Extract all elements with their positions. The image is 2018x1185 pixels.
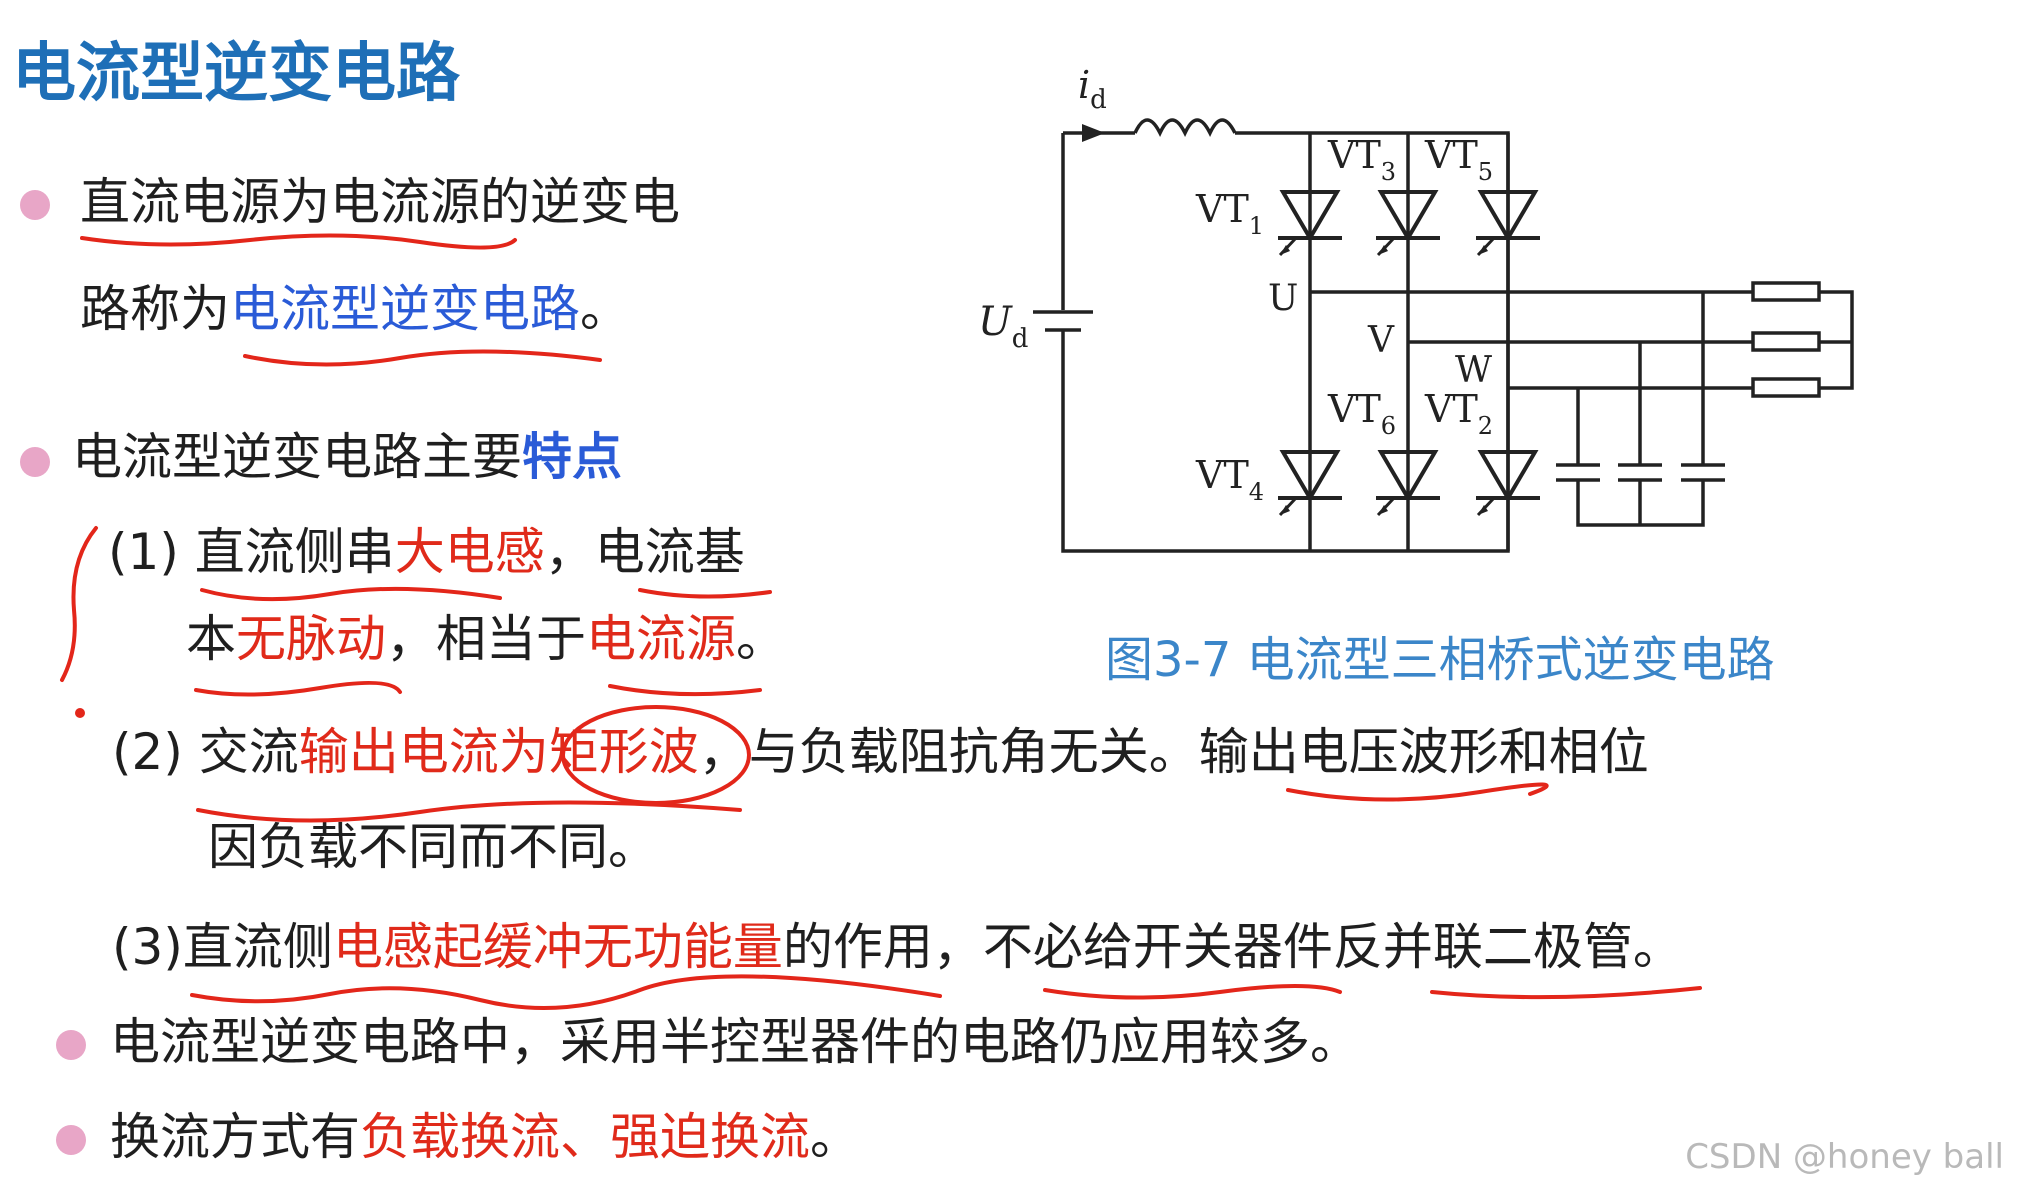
highlight-text: 负载换流、强迫换流: [360, 1108, 810, 1166]
point-2-line-2: 因负载不同而不同。: [208, 818, 658, 876]
bullet-dot: [20, 190, 50, 220]
label-vt1: VT1: [1195, 187, 1264, 240]
figure-caption: 图3-7 电流型三相桥式逆变电路: [1105, 632, 1775, 688]
point-1-line-1: (1) 直流侧串大电感，电流基: [108, 525, 745, 580]
watermark: CSDN @honey ball: [1685, 1137, 2004, 1177]
node-v-label: V: [1367, 320, 1395, 361]
highlight-text: 特点: [522, 428, 622, 486]
bullet-1-line-2: 路称为电流型逆变电路。: [80, 282, 630, 337]
highlight-text: 电流型逆变电路: [230, 280, 580, 338]
highlight-text: 无脉动: [236, 610, 386, 668]
label-vt3: VT3: [1327, 133, 1396, 186]
point-2-line-1: (2) 交流输出电流为矩形波，与负载阻抗角无关。输出电压波形和相位: [112, 725, 1649, 780]
current-arrow-icon: [1082, 124, 1105, 142]
bullet-4: 换流方式有负载换流、强迫换流。: [110, 1110, 860, 1165]
text: 换流方式有: [110, 1108, 360, 1166]
bullet-dot: [56, 1125, 86, 1155]
text: ，与负载阻抗角无关。输出电压波形和相位: [698, 723, 1649, 781]
text: (3)直流侧: [112, 918, 333, 976]
text: 的作用，不必给开关器件反并联二极管。: [782, 918, 1683, 976]
highlight-text: 大电感: [394, 523, 545, 581]
bullet-1-line-1: 直流电源为电流源的逆变电: [80, 173, 680, 231]
point-3: (3)直流侧电感起缓冲无功能量的作用，不必给开关器件反并联二极管。: [112, 920, 1683, 975]
text: 。: [580, 280, 630, 338]
text: ，电流基: [544, 523, 745, 581]
label-vt2: VT2: [1424, 387, 1493, 440]
page-title: 电流型逆变电路: [12, 37, 460, 111]
bullet-dot: [20, 447, 50, 477]
label-vt4: VT4: [1195, 453, 1264, 506]
bullet-dot: [56, 1030, 86, 1060]
label-ud: Ud: [978, 299, 1028, 354]
text: 本: [186, 610, 236, 668]
label-id: id: [1078, 63, 1107, 115]
node-u-label: U: [1268, 278, 1298, 319]
bullet-3: 电流型逆变电路中，采用半控型器件的电路仍应用较多。: [110, 1013, 1360, 1071]
node-w-label: W: [1455, 350, 1492, 391]
text: (1) 直流侧串: [108, 523, 395, 581]
text: 路称为: [80, 280, 230, 338]
highlight-text: 电流源: [586, 610, 736, 668]
text: (2) 交流: [112, 723, 299, 781]
text: ，相当于: [386, 610, 586, 668]
bullet-2: 电流型逆变电路主要特点: [72, 430, 622, 485]
label-vt6: VT6: [1327, 387, 1396, 440]
point-1-line-2: 本无脉动，相当于电流源。: [186, 612, 786, 667]
text: 电流型逆变电路主要: [72, 428, 522, 486]
text: 。: [736, 610, 786, 668]
label-vt5: VT5: [1424, 133, 1493, 186]
highlight-text: 电感起缓冲无功能量: [332, 918, 783, 976]
text: 。: [810, 1108, 860, 1166]
highlight-text: 输出电流为矩形波: [298, 723, 699, 781]
